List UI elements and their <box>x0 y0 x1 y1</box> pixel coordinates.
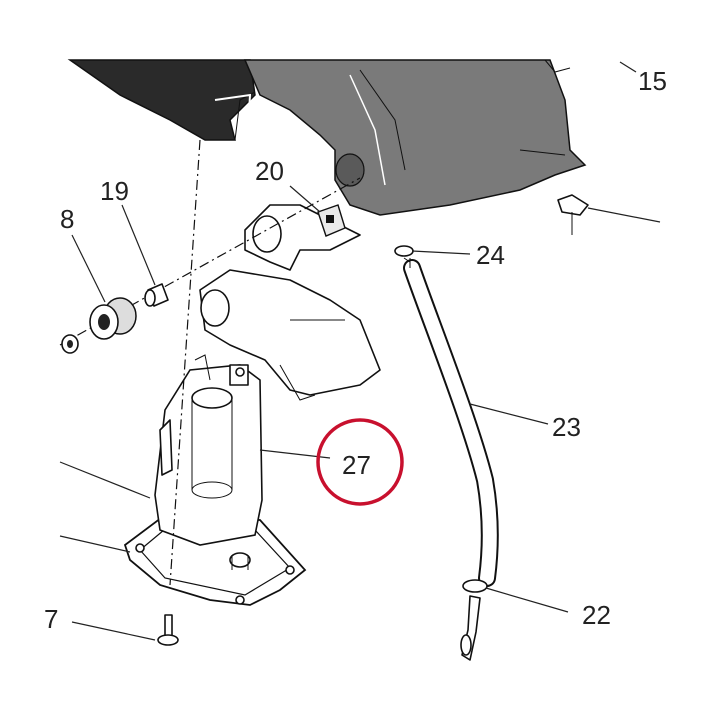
callout-20: 20 <box>255 156 284 186</box>
bushing <box>144 283 169 307</box>
callout-8: 8 <box>60 204 74 234</box>
spacer <box>61 334 79 354</box>
left-leaders <box>59 461 151 553</box>
fuel-hose <box>403 257 549 587</box>
pump-centerline <box>169 139 201 586</box>
hose-clamp-bottom <box>460 579 569 661</box>
leader-19 <box>121 204 156 286</box>
frame-section <box>67 59 256 141</box>
callout-7: 7 <box>44 604 58 634</box>
bracket-clip <box>557 194 661 235</box>
hose-clamp-top <box>394 245 471 257</box>
callout-24: 24 <box>476 240 505 270</box>
fuel-tank <box>243 59 587 216</box>
callout-19: 19 <box>100 176 129 206</box>
axle-centerline <box>59 177 361 346</box>
grommet <box>89 297 137 340</box>
highlight-ring <box>316 418 404 506</box>
callout-15: 15 <box>638 66 667 96</box>
mounting-screw <box>71 614 179 646</box>
callout-27: 27 <box>342 450 371 480</box>
fuel-pump-assembly <box>123 354 331 606</box>
leader-15 <box>619 61 637 73</box>
clip-nut <box>317 204 346 237</box>
leader-8 <box>71 234 106 303</box>
callout-23: 23 <box>552 412 581 442</box>
callout-22: 22 <box>582 600 611 630</box>
leader-20 <box>289 185 321 213</box>
